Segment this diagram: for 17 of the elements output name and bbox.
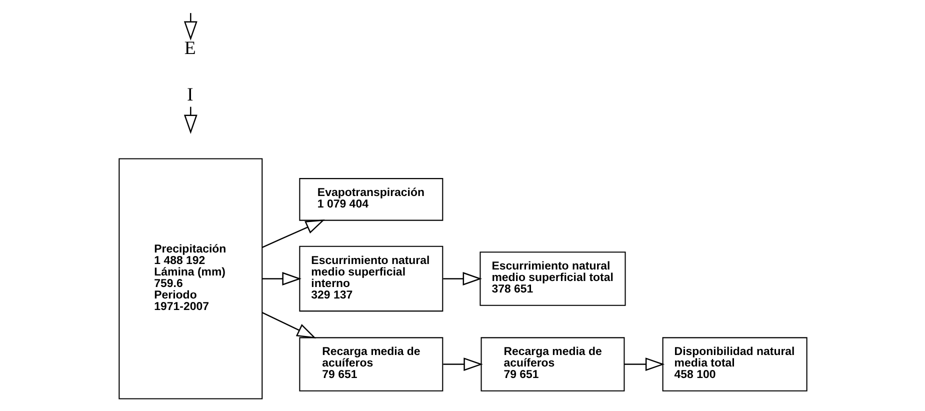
arrow [442,272,482,286]
node-box: Evapotranspiración 1 079 404 [298,178,443,221]
node-box: Escurrimiento natural medio superficial interno 329 137 [298,246,443,312]
node-box: Recarga media de acuíferos 79 651 [298,337,443,392]
arrow [262,272,301,286]
arrow [183,13,197,40]
node-box: Precipitación 1 488 192 Lámina (mm) 759.6 Periodo 1971-2007 [118,158,262,400]
node-text: E [184,38,196,59]
node-box: Recarga media de acuíferos 79 651 [480,337,624,392]
arrow [261,220,324,248]
arrow [442,358,482,372]
arrow [624,358,664,372]
node-box: Escurrimiento natural medio superficial total 378 651 [479,252,626,306]
node-box: Disponibilidad natural media total 458 100 [662,337,807,392]
arrow [261,312,316,338]
arrow [183,106,197,134]
node-text: I [186,84,193,106]
